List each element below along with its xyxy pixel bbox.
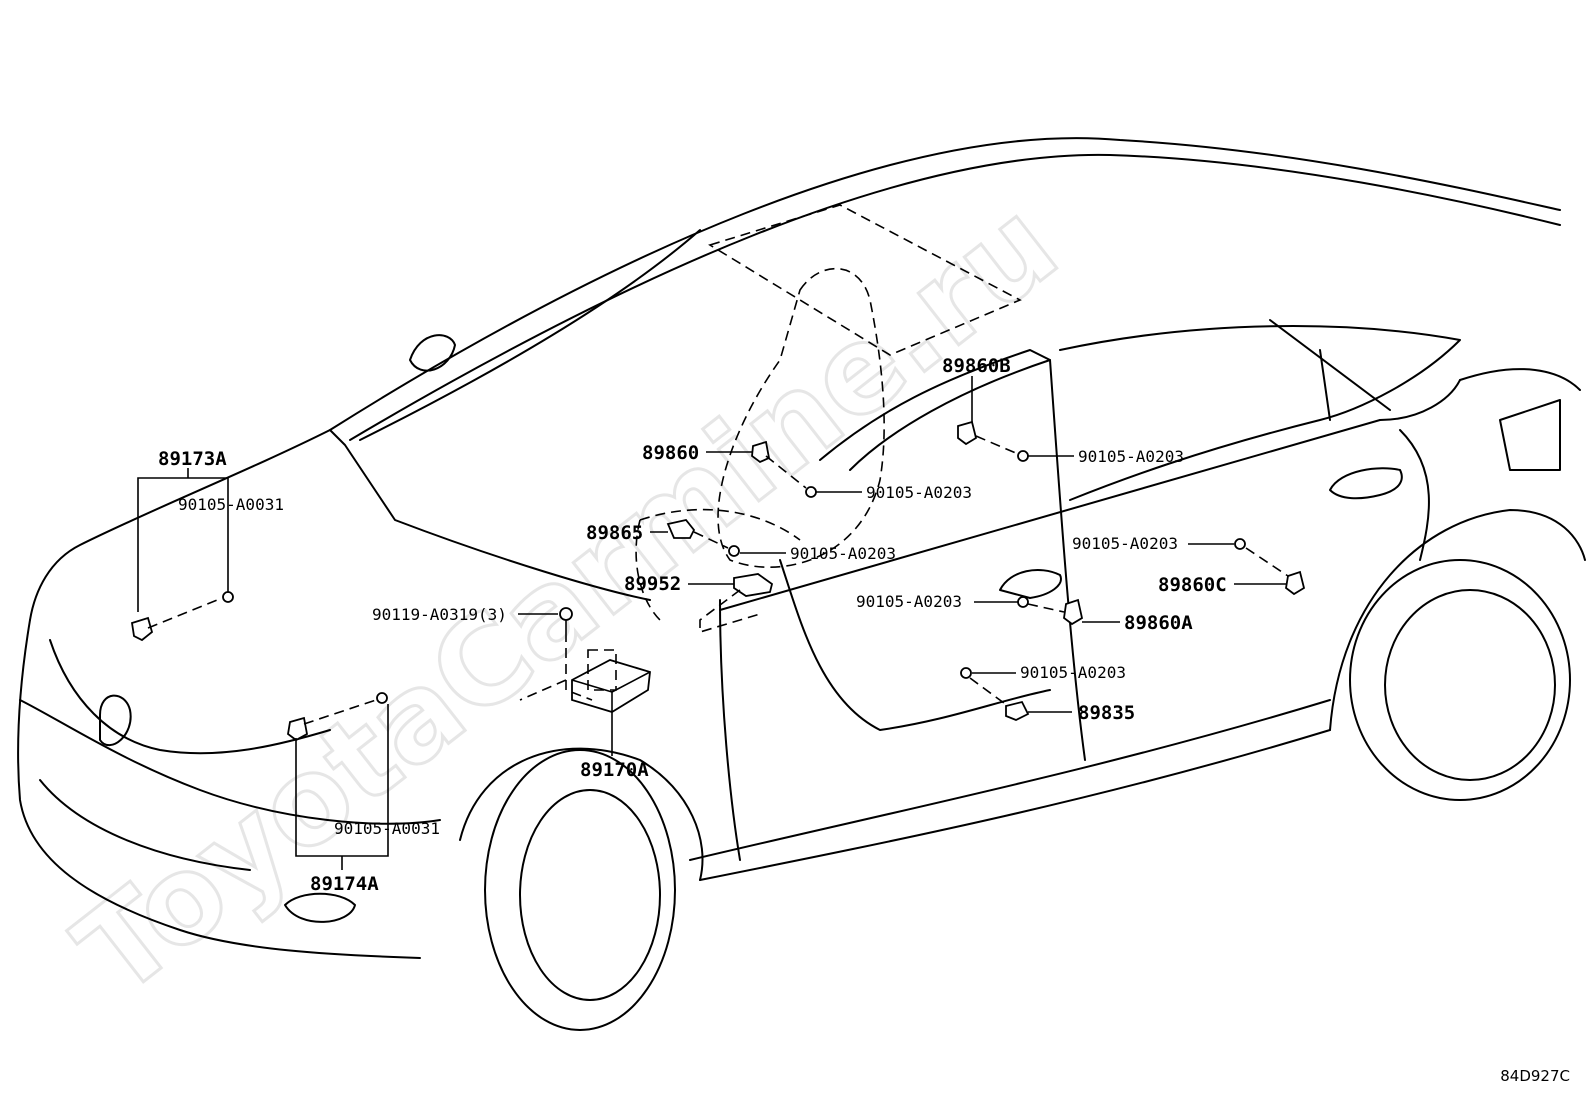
label-89860: 89860 <box>642 442 699 464</box>
label-90105-A0031-top: 90105-A0031 <box>178 495 284 514</box>
car-outline <box>17 137 1586 1031</box>
bolt-icon <box>376 692 388 704</box>
bolt-icon <box>728 545 740 557</box>
bolt-icon <box>222 591 234 603</box>
sensor-89860-icon <box>751 440 771 464</box>
bolt-icon <box>960 667 972 679</box>
connector-89952-icon <box>733 573 774 597</box>
bolt-icon <box>559 607 573 621</box>
bolt-icon <box>1017 596 1029 608</box>
label-90105-A0203-a: 90105-A0203 <box>790 544 896 563</box>
sensor-89865-icon <box>666 518 696 539</box>
label-90119-A0319: 90119-A0319(3) <box>372 605 507 624</box>
leader-lines <box>137 376 1289 870</box>
label-90105-A0031-bottom: 90105-A0031 <box>334 819 440 838</box>
bolt-icon <box>1017 450 1029 462</box>
sensor-89835-icon <box>1005 700 1030 721</box>
sensor-89860C-icon <box>1285 570 1306 596</box>
label-89170A: 89170A <box>580 759 649 781</box>
label-89860C: 89860C <box>1158 574 1227 596</box>
label-90105-A0203-b: 90105-A0203 <box>866 483 972 502</box>
label-90105-A0203-d: 90105-A0203 <box>1072 534 1178 553</box>
label-89835: 89835 <box>1078 702 1135 724</box>
bolt-icon <box>805 486 817 498</box>
label-89952: 89952 <box>624 573 681 595</box>
label-89860A: 89860A <box>1124 612 1193 634</box>
part-labels: 89173A 90105-A0031 90119-A0319(3) 90105-… <box>158 355 1227 895</box>
label-89860B: 89860B <box>942 355 1011 377</box>
front-sensor-left-icon <box>130 616 154 642</box>
label-90105-A0203-f: 90105-A0203 <box>1020 663 1126 682</box>
label-89865: 89865 <box>586 522 643 544</box>
label-89174A: 89174A <box>310 873 379 895</box>
bolt-icon <box>1234 538 1246 550</box>
label-89173A: 89173A <box>158 448 227 470</box>
label-90105-A0203-e: 90105-A0203 <box>856 592 962 611</box>
label-90105-A0203-c: 90105-A0203 <box>1078 447 1184 466</box>
front-sensor-right-icon <box>287 716 309 742</box>
drawing-id: 84D927C <box>1500 1067 1570 1085</box>
sensor-89860B-icon <box>957 420 978 446</box>
sensor-89860A-icon <box>1063 598 1084 626</box>
